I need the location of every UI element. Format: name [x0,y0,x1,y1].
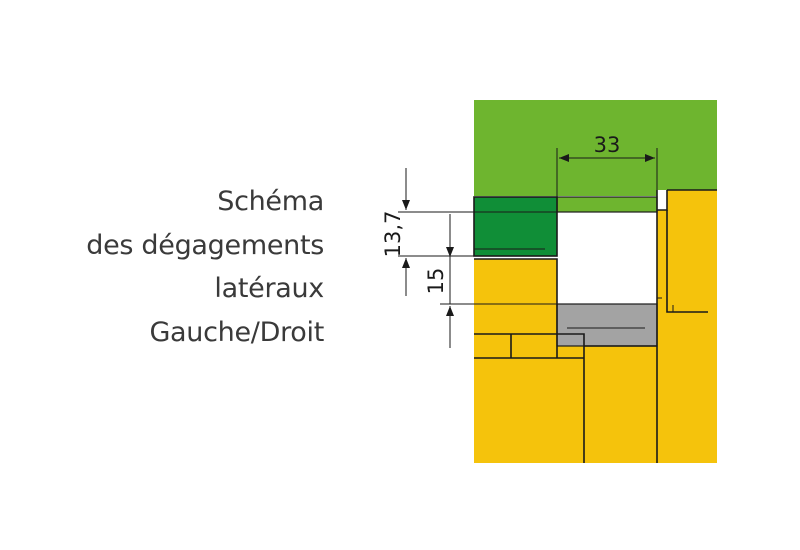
dimension-height-upper-label: 13,7 [381,211,405,258]
yellow-lower-block [557,334,657,463]
structure-outlines [474,189,717,463]
title-line-1: Schéma [217,186,324,217]
white-opening [557,212,657,304]
gray-bar [556,303,658,347]
dimension-height-upper: 13,7 [381,168,557,296]
dimension-height-lower: 15 [424,214,557,348]
white-notch [657,190,667,210]
yellow-right-column [657,190,717,463]
dimension-width: 33 [556,133,658,197]
green-strip [556,196,658,213]
yellow-left-body [474,259,557,463]
title-line-3: latéraux [214,273,324,304]
title-line-2: des dégagements [86,229,324,261]
diagram-title: Schéma des dégagements latéraux Gauche/D… [86,180,324,354]
dimension-height-lower-label: 15 [424,268,448,295]
dimension-width-label: 33 [594,133,621,157]
dark-green-block [473,196,558,257]
title-line-4: Gauche/Droit [149,316,324,348]
green-background [474,100,717,196]
